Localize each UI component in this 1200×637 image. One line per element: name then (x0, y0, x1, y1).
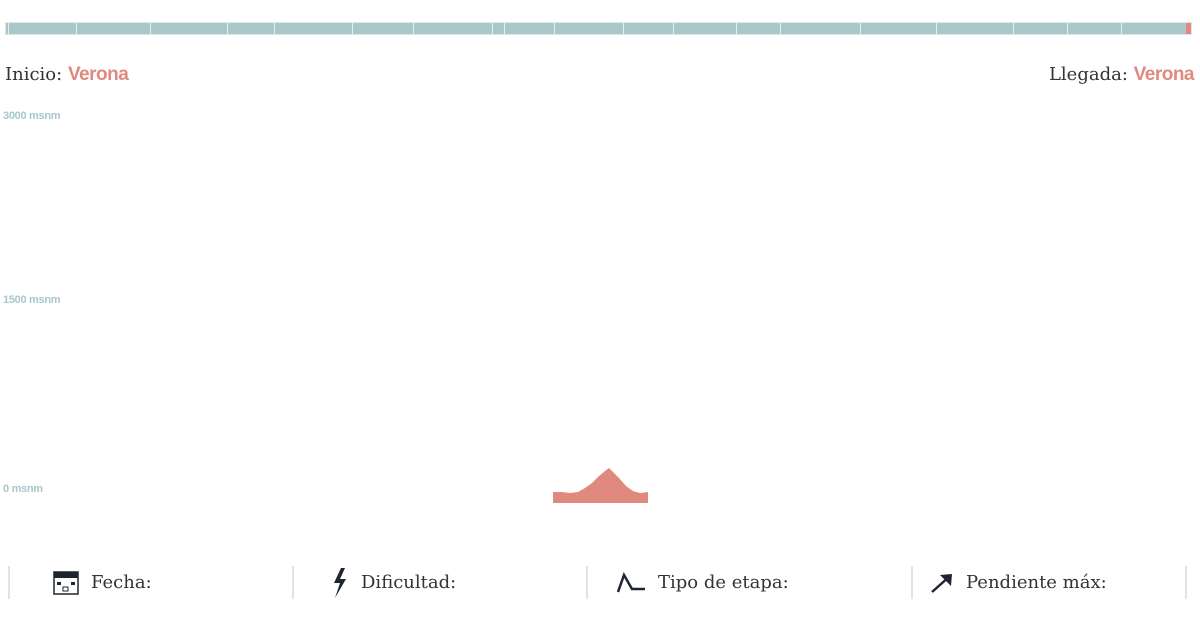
start-value: Verona (67, 64, 129, 85)
start-label: Inicio: (5, 64, 63, 85)
route-progress-bar (5, 22, 1192, 35)
route-segment-divider (413, 23, 414, 34)
route-segment-divider (1013, 23, 1014, 34)
route-segment-divider (1067, 23, 1068, 34)
route-segment-divider (780, 23, 781, 34)
lightning-icon (331, 567, 349, 599)
route-segment-divider (8, 23, 9, 34)
route-segment-divider (504, 23, 505, 34)
elevation-profile (553, 468, 648, 503)
slope-arrow-icon (930, 572, 954, 594)
stat-fecha: Fecha: (8, 566, 152, 599)
finish-value: Verona (1133, 64, 1195, 85)
route-segment-divider (860, 23, 861, 34)
stat-tipo-etapa-label: Tipo de etapa: (658, 572, 789, 593)
route-progress-end-marker (1186, 23, 1191, 34)
route-segment-divider (554, 23, 555, 34)
finish-location: Llegada: Verona (1048, 64, 1195, 86)
route-segment-divider (227, 23, 228, 34)
y-axis-label-bottom: 0 msnm (3, 483, 43, 495)
y-axis-label-top: 3000 msnm (3, 110, 61, 122)
start-location: Inicio: Verona (5, 64, 129, 86)
route-segment-divider (623, 23, 624, 34)
elevation-profile-area (553, 468, 648, 503)
finish-label: Llegada: (1048, 64, 1128, 85)
route-segment-divider (492, 23, 493, 34)
route-segment-divider (936, 23, 937, 34)
route-segment-divider (1121, 23, 1122, 34)
stat-pendiente-label: Pendiente máx: (966, 572, 1107, 593)
stat-tipo-etapa: Tipo de etapa: (586, 566, 789, 599)
stat-dificultad: Dificultad: (292, 566, 456, 599)
route-segment-divider (274, 23, 275, 34)
stat-pendiente: Pendiente máx: (911, 566, 1107, 599)
route-segment-divider (150, 23, 151, 34)
stat-fecha-label: Fecha: (91, 572, 152, 593)
calendar-icon (53, 570, 79, 595)
stat-dificultad-label: Dificultad: (361, 572, 457, 593)
route-segment-divider (736, 23, 737, 34)
stats-divider (1185, 566, 1187, 599)
y-axis-label-mid: 1500 msnm (3, 294, 61, 306)
route-segment-divider (76, 23, 77, 34)
route-segment-divider (673, 23, 674, 34)
stage-type-icon (616, 571, 646, 595)
route-segment-divider (352, 23, 353, 34)
